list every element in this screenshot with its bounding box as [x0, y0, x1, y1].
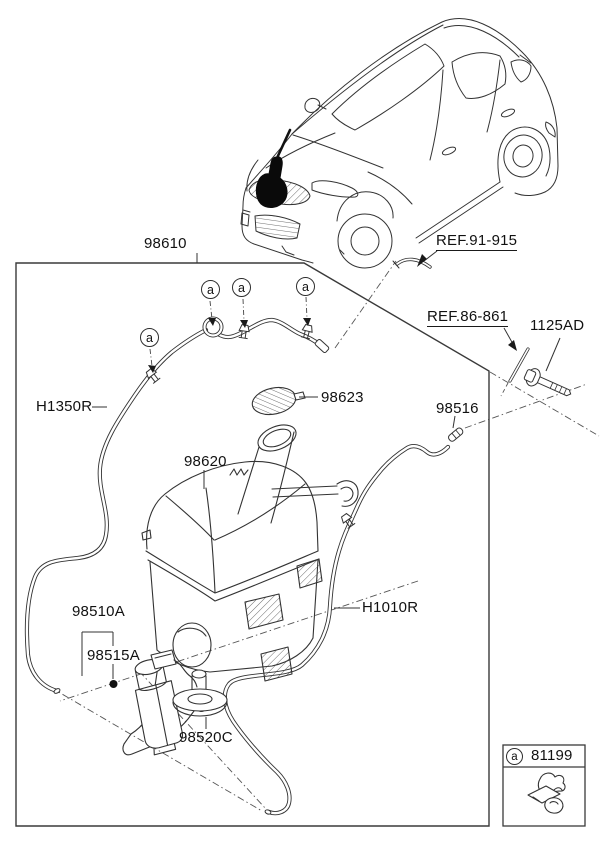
reservoir-cap-drawing [251, 386, 306, 416]
label-level-switch[interactable]: 98520C [179, 729, 233, 746]
clip-marker-arrows [149, 296, 308, 367]
label-legend-clip[interactable]: 81199 [531, 747, 573, 764]
clip-marker-a-1: a [201, 280, 220, 299]
front-washer-hose-drawing [24, 316, 330, 694]
label-reservoir[interactable]: 98620 [184, 453, 227, 470]
label-rear-hose[interactable]: H1010R [362, 599, 419, 616]
arrowheads [417, 254, 517, 351]
reservoir-location-highlight [255, 128, 292, 208]
label-washer-motor[interactable]: 98510A [72, 603, 125, 620]
legend-marker-a: a [506, 748, 523, 765]
hose-joint-drawing [448, 427, 464, 442]
main-diagram-box [15, 262, 490, 827]
clip-marker-a-2: a [232, 278, 251, 297]
leader-lines [81, 250, 561, 729]
clip-marker-arrowheads [148, 318, 311, 373]
grommet-drawing [109, 680, 118, 688]
rear-washer-hose-drawing [222, 444, 451, 816]
label-hose-joint[interactable]: 98516 [436, 400, 479, 417]
label-front-hose[interactable]: H1350R [36, 398, 93, 415]
ref-front-wiper-hose-drawing [392, 257, 432, 269]
label-ref-front-wiper[interactable]: REF.91-915 [436, 232, 518, 251]
label-bolt[interactable]: 1125AD [530, 317, 585, 334]
legend-clip-drawing [527, 772, 566, 814]
reservoir-drawing [122, 424, 359, 756]
label-grommet[interactable]: 98515A [87, 647, 140, 664]
bolt-drawing [523, 368, 572, 397]
label-hose-assembly[interactable]: 98610 [144, 235, 187, 252]
ref-rear-washer-tube-drawing [508, 347, 530, 383]
hose-clips [144, 323, 357, 530]
label-reservoir-cap[interactable]: 98623 [321, 389, 364, 406]
label-ref-rear-washer[interactable]: REF.86-861 [427, 308, 509, 327]
clip-marker-a-3: a [296, 277, 315, 296]
clip-marker-a-4: a [140, 328, 159, 347]
vehicle-illustration [240, 18, 559, 269]
level-switch-drawing [150, 649, 228, 717]
